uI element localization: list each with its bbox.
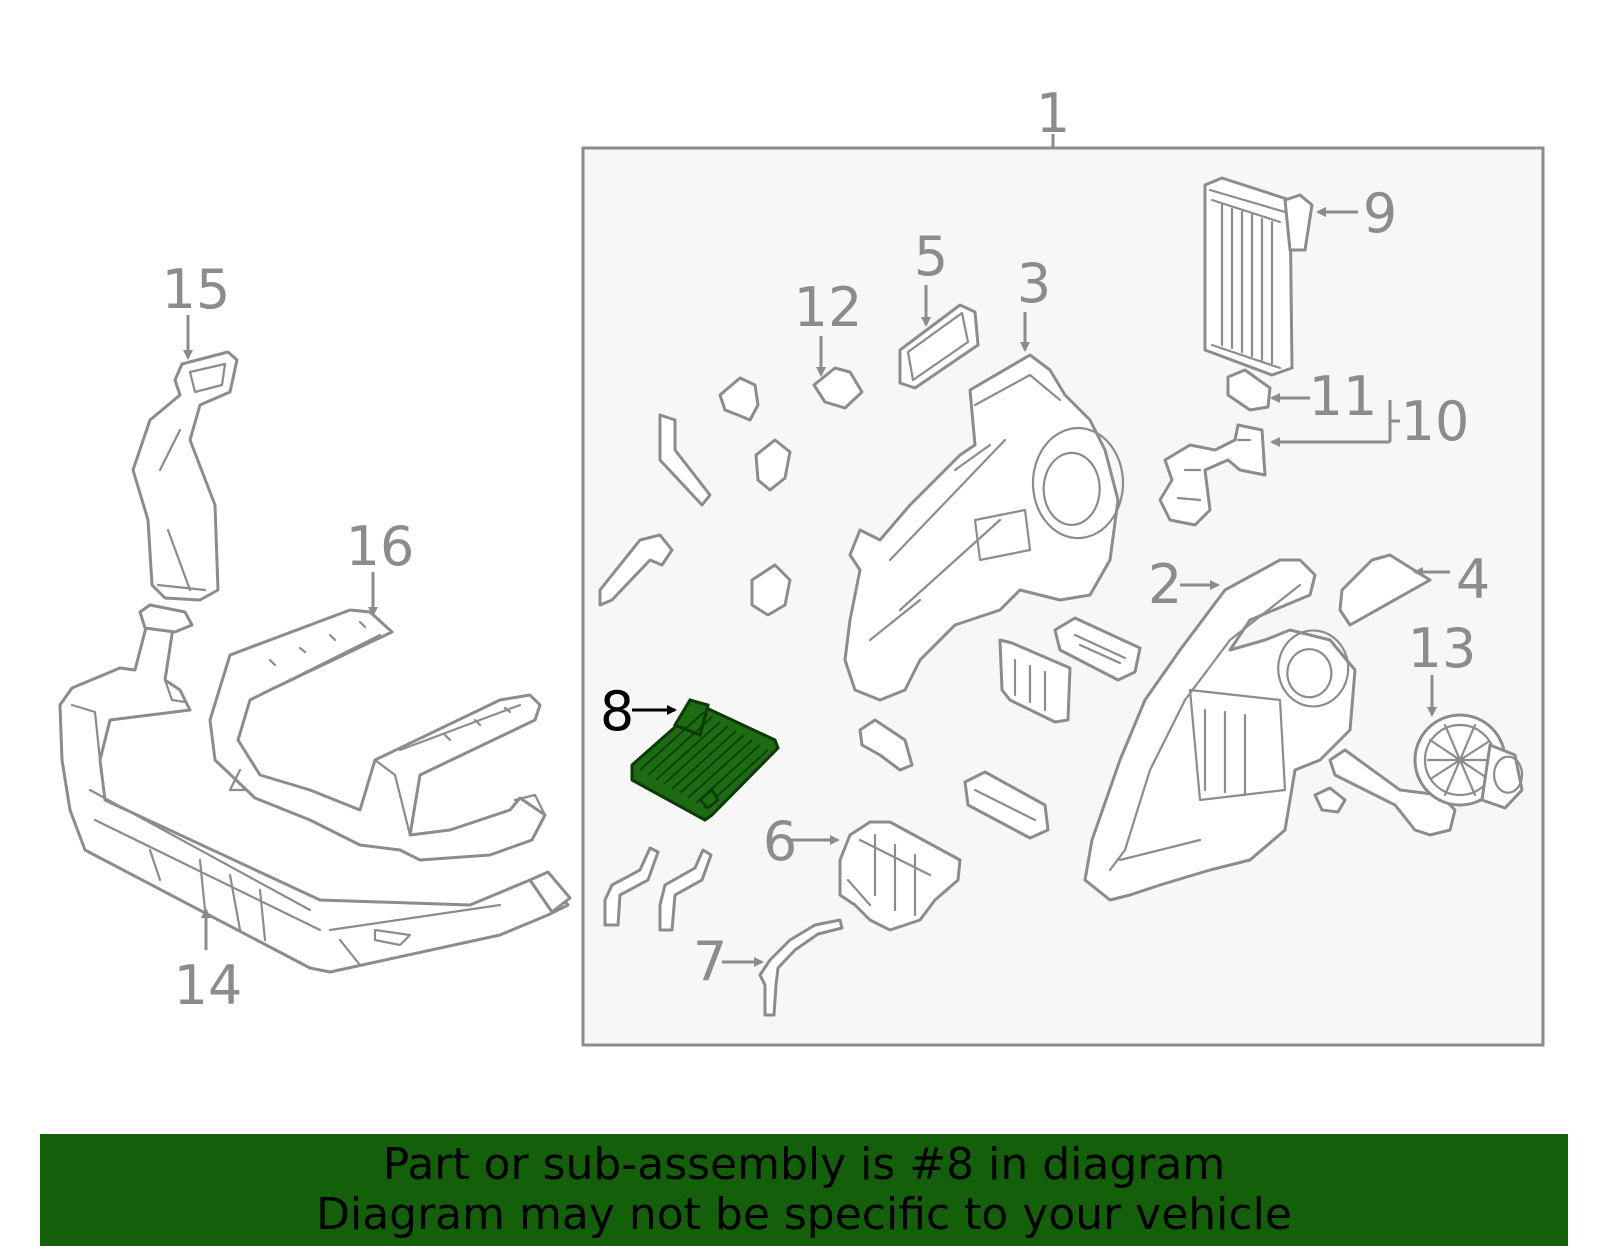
banner-line-2: Diagram may not be specific to your vehi… (316, 1189, 1292, 1240)
duct-15 (131, 350, 239, 602)
callout-leaders (183, 207, 1450, 967)
lower-case-2 (1083, 558, 1357, 902)
evaporator-9 (1203, 176, 1314, 377)
callout-13: 13 (1408, 617, 1477, 680)
callout-3: 3 (1017, 252, 1051, 315)
banner-line-1: Part or sub-assembly is #8 in diagram (382, 1139, 1226, 1190)
housing-6 (838, 820, 962, 932)
duct-assembly-14 (58, 603, 572, 974)
blower-motor-13 (1413, 713, 1524, 810)
callout-9: 9 (1363, 182, 1397, 245)
callout-14: 14 (174, 954, 243, 1017)
callout-7: 7 (693, 930, 727, 993)
upper-case-3 (843, 353, 1125, 702)
info-banner: Part or sub-assembly is #8 in diagram Di… (40, 1134, 1568, 1246)
callout-labels: 1 2 3 4 5 6 7 8 9 10 11 12 13 14 15 16 (162, 82, 1491, 1017)
duct-16 (208, 608, 547, 862)
callout-4: 4 (1456, 548, 1490, 611)
callout-6: 6 (763, 810, 797, 873)
actuator-12 (812, 366, 864, 410)
callout-8: 8 (600, 680, 634, 743)
hoses (603, 846, 713, 932)
callout-10: 10 (1401, 390, 1470, 453)
callout-16: 16 (346, 515, 415, 578)
small-parts (598, 376, 1457, 840)
drain-tube-7 (758, 918, 844, 1017)
seal-5 (898, 303, 980, 390)
expansion-valve-10 (1158, 423, 1267, 527)
callout-5: 5 (914, 225, 948, 288)
callout-2: 2 (1148, 553, 1182, 616)
heater-core-8 (630, 698, 780, 822)
sensor-11 (1226, 368, 1272, 412)
callout-11: 11 (1309, 365, 1378, 428)
callout-15: 15 (162, 258, 231, 321)
door-4 (1338, 553, 1432, 627)
callout-1: 1 (1036, 82, 1070, 145)
callout-12: 12 (794, 276, 863, 339)
